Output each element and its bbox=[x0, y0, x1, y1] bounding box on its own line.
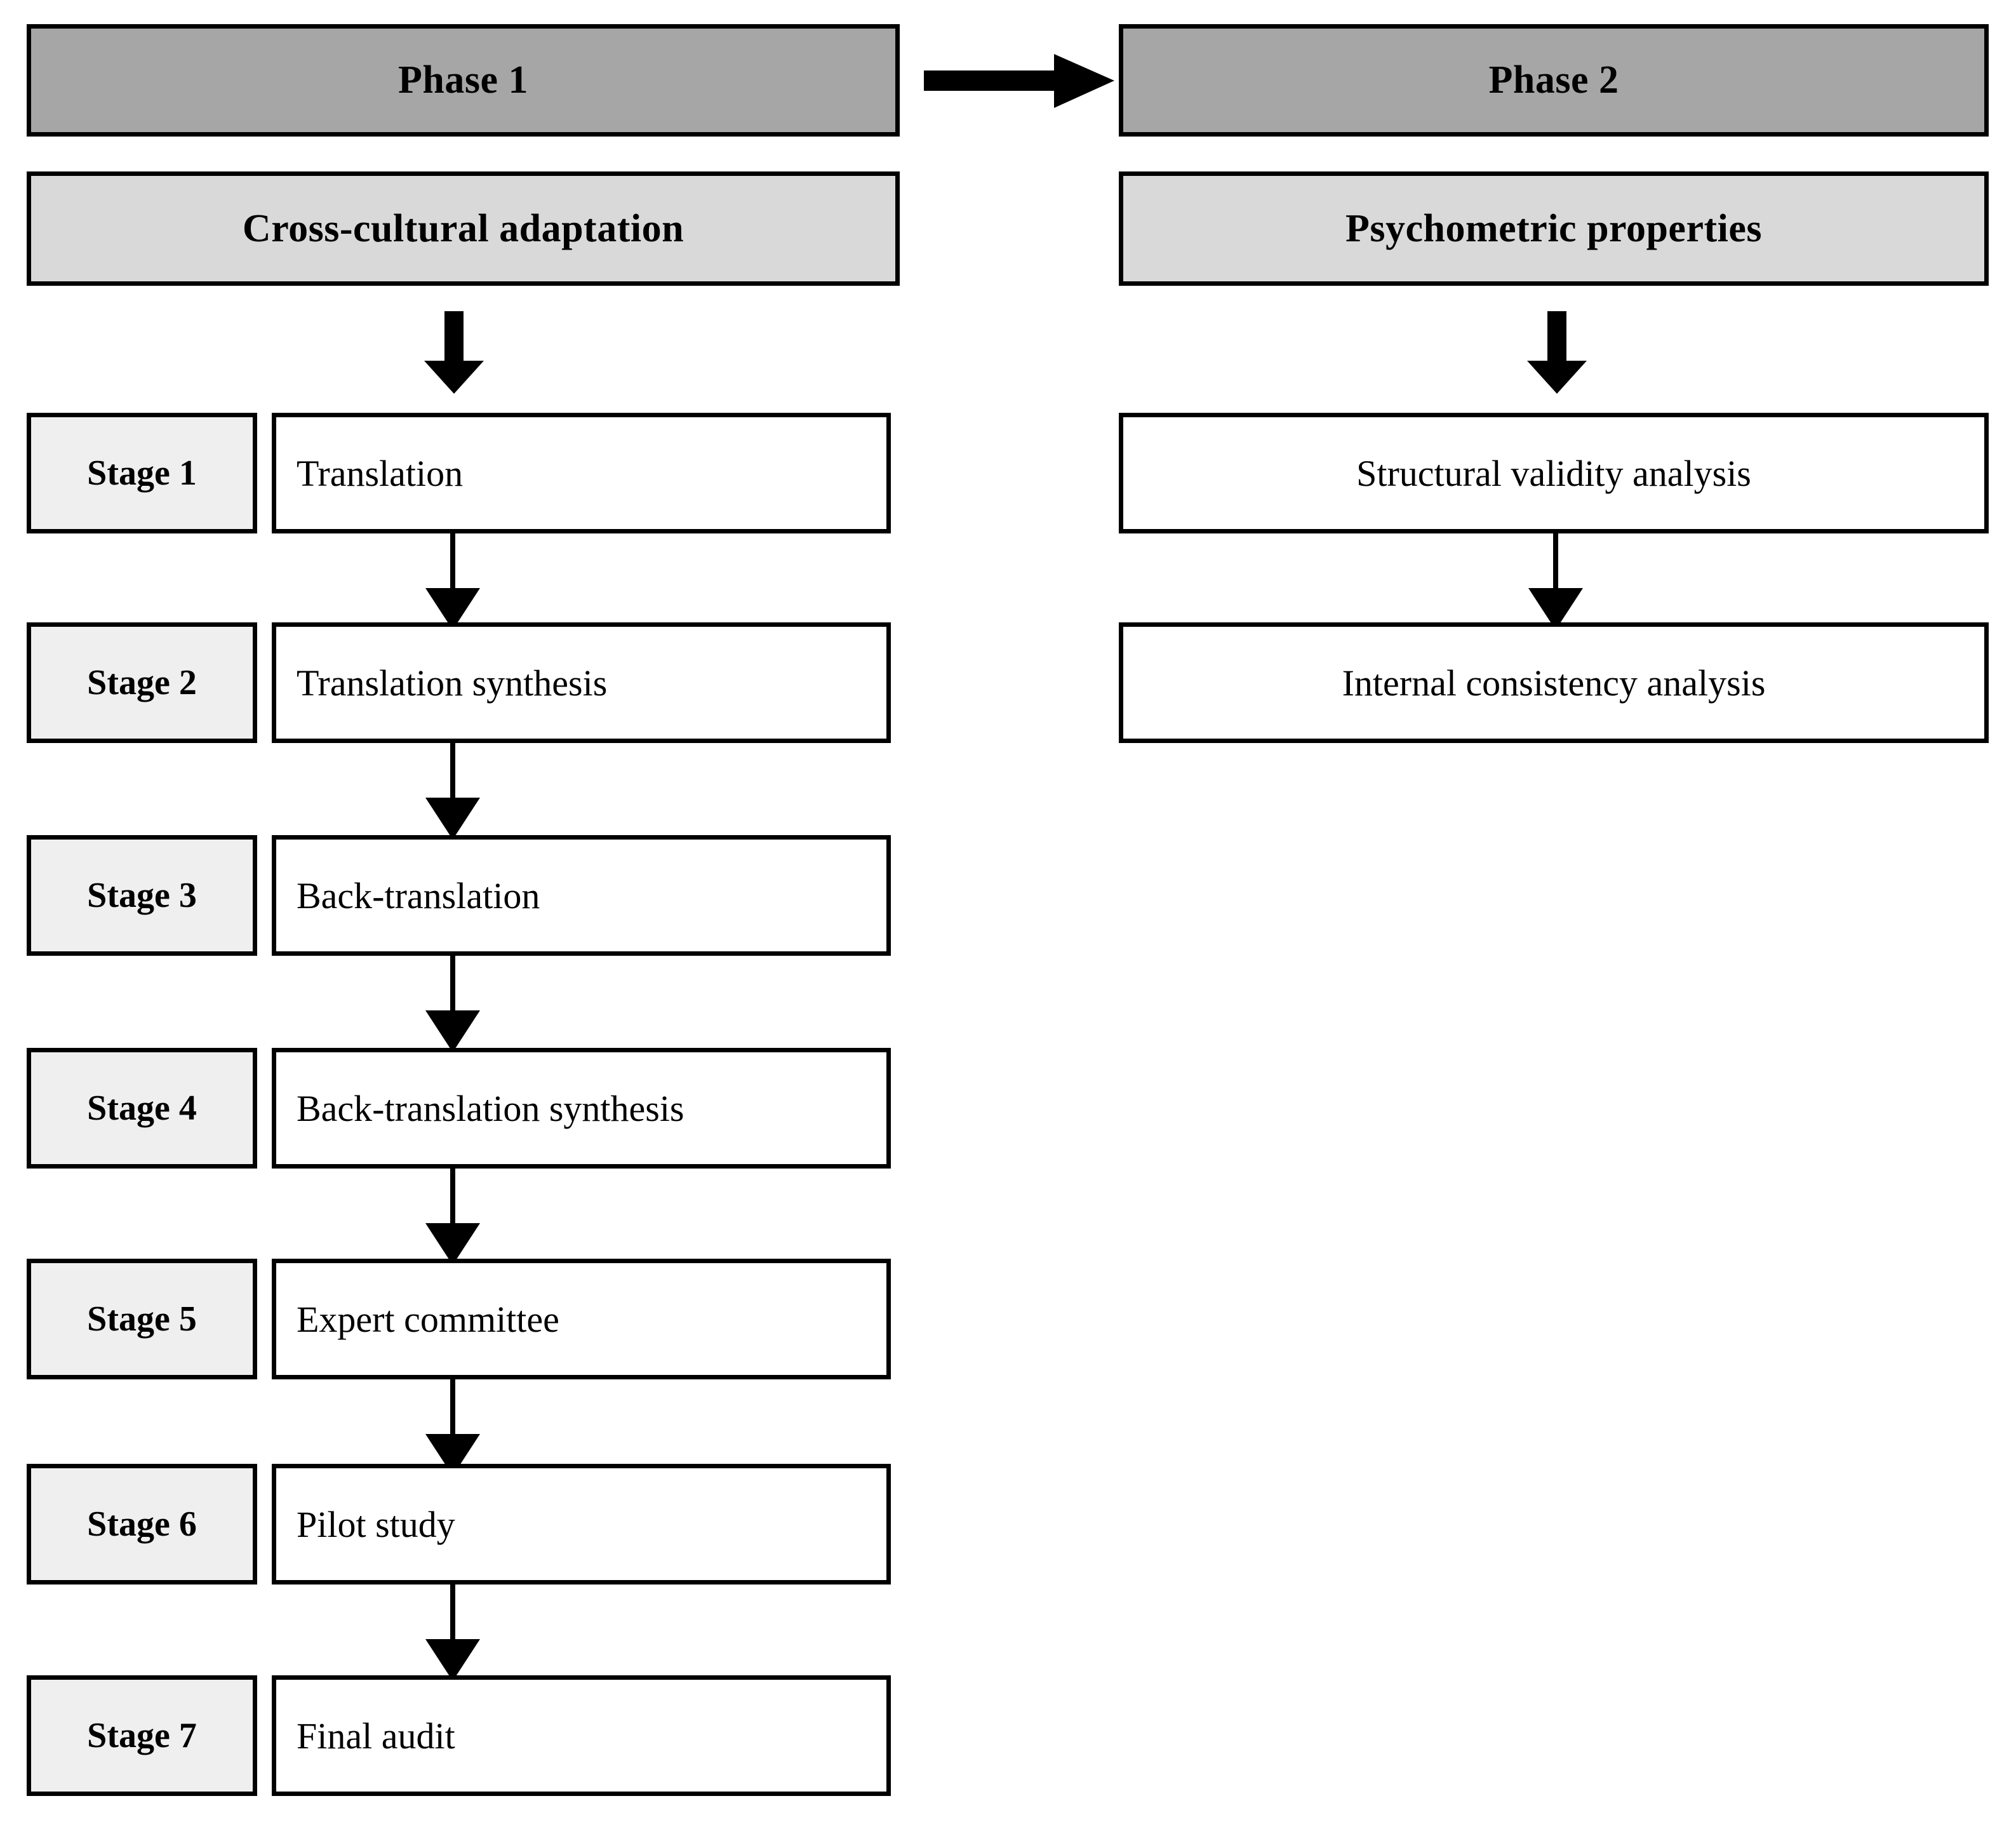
phase-2-connector-arrow-1 bbox=[1521, 533, 1591, 630]
stage-label-4-text: Stage 4 bbox=[87, 1089, 197, 1128]
stage-connector-arrow-3 bbox=[418, 956, 488, 1052]
stage-content-2-text: Translation synthesis bbox=[297, 662, 608, 704]
stage-connector-arrow-5 bbox=[418, 1379, 488, 1476]
stage-content-5: Expert committee bbox=[272, 1259, 891, 1379]
stage-label-4: Stage 4 bbox=[27, 1048, 257, 1169]
phase-2-subtitle-down-arrow bbox=[1525, 311, 1589, 394]
phase-2-step-1: Structural validity analysis bbox=[1119, 413, 1989, 533]
stage-content-1-text: Translation bbox=[297, 452, 464, 494]
stage-content-5-text: Expert committee bbox=[297, 1298, 559, 1340]
stage-label-1-text: Stage 1 bbox=[87, 453, 197, 493]
stage-label-2: Stage 2 bbox=[27, 622, 257, 743]
stage-connector-arrow-6 bbox=[418, 1584, 488, 1681]
phase-1-header-label: Phase 1 bbox=[398, 58, 528, 102]
stage-content-7: Final audit bbox=[272, 1675, 891, 1796]
stage-label-1: Stage 1 bbox=[27, 413, 257, 533]
stage-content-6-text: Pilot study bbox=[297, 1503, 455, 1545]
stage-label-6-text: Stage 6 bbox=[87, 1504, 197, 1544]
stage-label-3-text: Stage 3 bbox=[87, 876, 197, 915]
stage-label-7: Stage 7 bbox=[27, 1675, 257, 1796]
phase-2-subtitle-label: Psychometric properties bbox=[1345, 206, 1762, 250]
phase-2-header-label: Phase 2 bbox=[1488, 58, 1619, 102]
stage-label-7-text: Stage 7 bbox=[87, 1716, 197, 1755]
stage-label-3: Stage 3 bbox=[27, 835, 257, 956]
stage-content-4: Back-translation synthesis bbox=[272, 1048, 891, 1169]
stage-content-7-text: Final audit bbox=[297, 1715, 455, 1757]
stage-label-6: Stage 6 bbox=[27, 1464, 257, 1584]
phase-2-step-2: Internal consistency analysis bbox=[1119, 622, 1989, 743]
phase-1-to-phase-2-arrow bbox=[924, 48, 1114, 114]
stage-content-1: Translation bbox=[272, 413, 891, 533]
stage-content-2: Translation synthesis bbox=[272, 622, 891, 743]
stage-content-6: Pilot study bbox=[272, 1464, 891, 1584]
stage-connector-arrow-4 bbox=[418, 1169, 488, 1265]
phase-1-subtitle-down-arrow bbox=[422, 311, 486, 394]
stage-label-2-text: Stage 2 bbox=[87, 663, 197, 702]
phase-1-subtitle-box: Cross-cultural adaptation bbox=[27, 171, 900, 286]
phase-2-step-1-text: Structural validity analysis bbox=[1356, 452, 1751, 494]
phase-2-step-2-text: Internal consistency analysis bbox=[1342, 662, 1766, 704]
stage-content-4-text: Back-translation synthesis bbox=[297, 1087, 684, 1129]
phase-2-subtitle-box: Psychometric properties bbox=[1119, 171, 1989, 286]
stage-connector-arrow-1 bbox=[418, 533, 488, 630]
phase-1-subtitle-label: Cross-cultural adaptation bbox=[242, 206, 684, 250]
phase-2-header-box: Phase 2 bbox=[1119, 24, 1989, 137]
stage-label-5-text: Stage 5 bbox=[87, 1299, 197, 1339]
phase-1-header-box: Phase 1 bbox=[27, 24, 900, 137]
stage-content-3: Back-translation bbox=[272, 835, 891, 956]
stage-connector-arrow-2 bbox=[418, 743, 488, 840]
stage-content-3-text: Back-translation bbox=[297, 874, 540, 916]
stage-label-5: Stage 5 bbox=[27, 1259, 257, 1379]
